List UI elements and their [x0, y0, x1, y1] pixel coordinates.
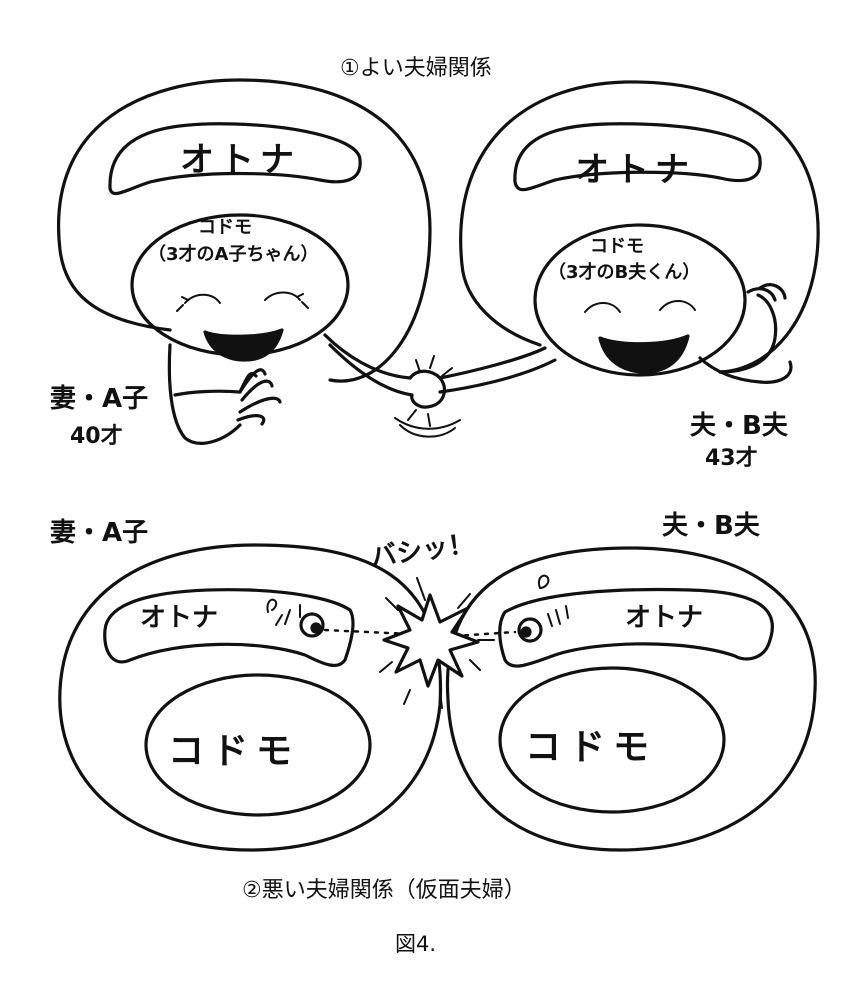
bad-left-person-label: 妻・A子 — [50, 518, 149, 548]
bad-left-otona-label: オトナ — [140, 603, 219, 633]
good-right-age: 43才 — [705, 446, 758, 471]
bad-left-otona-shape — [103, 588, 355, 668]
good-left-age: 40才 — [70, 424, 123, 449]
bad-left-outer-oval — [58, 543, 443, 852]
bad-right-kodomo-oval — [498, 666, 726, 814]
good-left-waving-hand — [236, 368, 282, 426]
good-left-outer-oval — [57, 78, 432, 383]
handshake — [408, 369, 447, 409]
good-right-arm-2 — [698, 356, 793, 384]
good-left-body — [167, 343, 242, 445]
figure-caption: 図4. — [395, 932, 437, 956]
bad-right-person-label: 夫・B夫 — [662, 511, 760, 541]
clash-burst — [382, 593, 480, 688]
good-left-kodomo-sub: （3才のA子ちゃん） — [148, 244, 319, 265]
good-right-mouth — [598, 334, 690, 374]
bad-right-outer-oval — [445, 546, 817, 852]
glare-line-left — [323, 628, 412, 636]
good-left-otona-shape — [108, 122, 362, 196]
good-left-otona-label: オトナ — [180, 140, 300, 180]
bad-right-kodomo-label: コドモ — [525, 727, 658, 768]
good-right-otona-shape — [513, 122, 762, 192]
good-right-outer-oval — [459, 80, 820, 374]
good-left-kodomo-label: コドモ — [198, 217, 252, 238]
good-right-hand — [718, 283, 787, 374]
good-left-eye-r — [264, 291, 301, 301]
good-right-kodomo-label: コドモ — [590, 236, 644, 257]
bad-left-kodomo-oval — [144, 673, 372, 817]
good-left-person-label: 妻・A子 — [50, 384, 149, 414]
good-right-child-head — [533, 223, 747, 377]
bad-left-kodomo-label: コドモ — [168, 731, 301, 772]
bad-right-otona-label: オトナ — [625, 603, 704, 633]
bad-right-otona-shape — [498, 587, 775, 668]
good-right-eye-l — [584, 302, 621, 313]
good-right-person-label: 夫・B夫 — [690, 411, 788, 441]
bad-relationship-title: ②悪い夫婦関係（仮面夫婦） — [242, 878, 526, 903]
good-left-mouth — [203, 328, 284, 362]
good-right-kodomo-sub: （3才のB夫くん） — [548, 262, 701, 283]
good-relationship-title: ①よい夫婦関係 — [340, 56, 492, 81]
good-left-arm — [323, 333, 414, 397]
good-left-eye-l — [184, 293, 221, 304]
good-right-arm — [438, 346, 557, 394]
good-right-otona-label: オトナ — [575, 150, 695, 190]
good-right-eye-r — [659, 300, 696, 311]
